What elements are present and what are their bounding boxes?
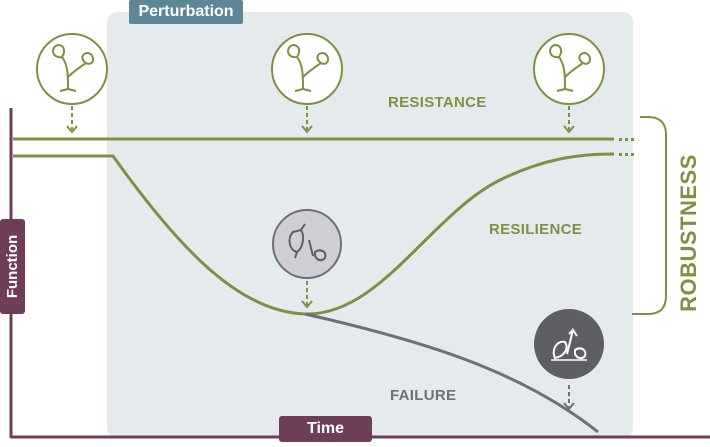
function-axis-text: Function — [4, 234, 22, 299]
arrow-5 — [563, 385, 575, 411]
healthy-plant-icon — [36, 33, 108, 105]
perturbation-zone — [107, 12, 633, 438]
robustness-bracket — [632, 116, 667, 315]
healthy-plant-icon — [271, 33, 343, 105]
arrow-1 — [66, 106, 78, 134]
arrow-4 — [301, 281, 313, 309]
resistance-continuation-dots — [619, 138, 634, 141]
resilience-curve — [13, 152, 615, 316]
resilience-continuation-dots — [619, 153, 634, 156]
perturbation-label: Perturbation — [129, 0, 243, 24]
robustness-label-wrap: ROBUSTNESS — [669, 154, 709, 312]
time-axis-label: Time — [279, 416, 372, 442]
failure-curve — [304, 312, 599, 434]
dead-plant-icon — [534, 309, 604, 379]
failure-label: FAILURE — [390, 387, 457, 404]
resilience-label: RESILIENCE — [489, 221, 583, 238]
healthy-plant-icon — [533, 33, 605, 105]
function-axis-label: Function — [0, 219, 25, 314]
robustness-label: ROBUSTNESS — [676, 154, 702, 312]
arrow-3 — [563, 106, 575, 134]
arrow-2 — [301, 106, 313, 134]
damaged-plant-icon — [272, 209, 342, 279]
resistance-label: RESISTANCE — [388, 94, 487, 111]
